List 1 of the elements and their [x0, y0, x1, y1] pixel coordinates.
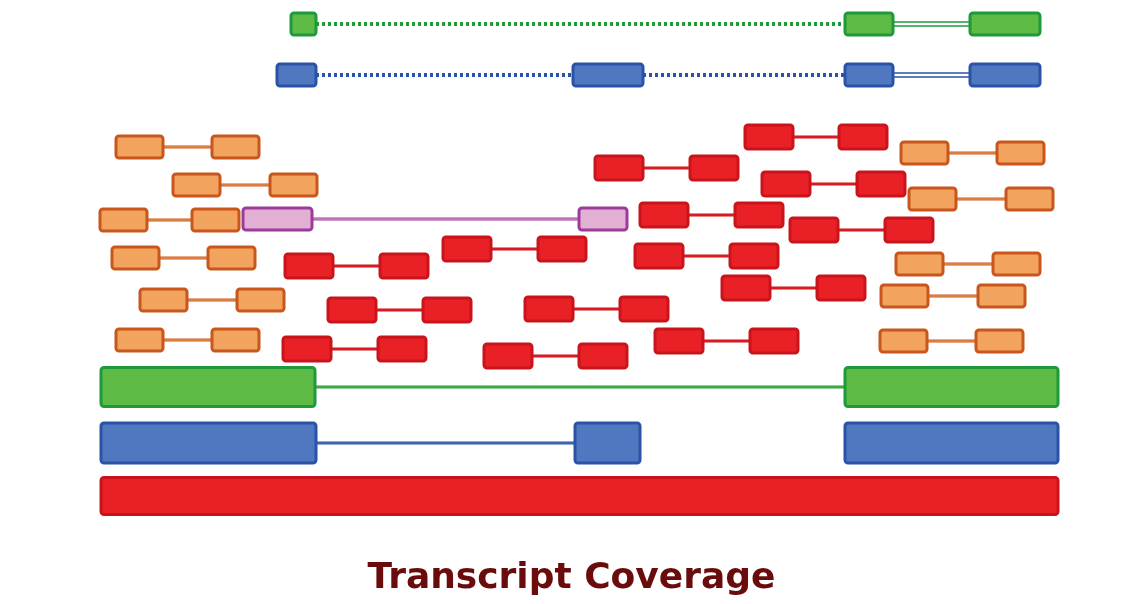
caption: Transcript Coverage: [366, 555, 777, 596]
